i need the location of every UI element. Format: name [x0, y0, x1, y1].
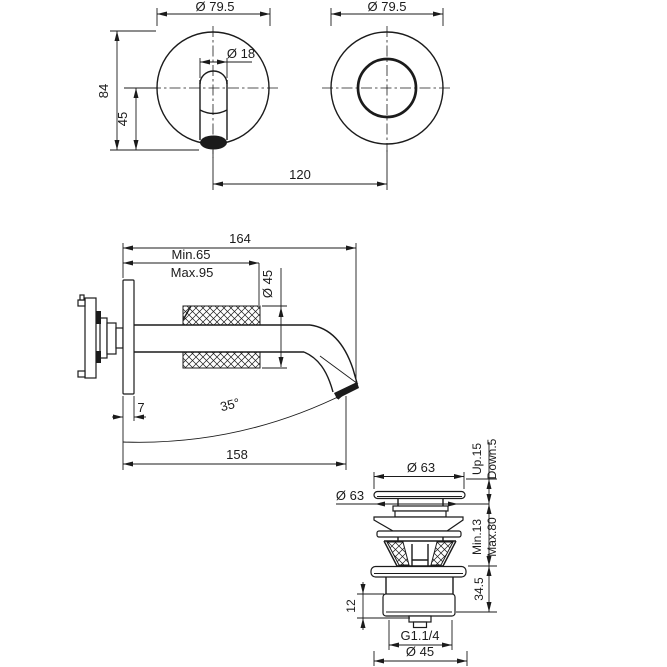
spout-tip-aerator [334, 382, 359, 399]
dim-label-down-5: Down.5 [485, 438, 499, 479]
pop-up-waste-view: Ø 63 Ø 63 Up.15 Down.5 Min.13 Max.80 34.… [336, 438, 499, 666]
dim-flange-diameter-63: Ø 63 [336, 488, 489, 507]
dim-label-drop-45: 45 [115, 112, 130, 126]
dim-label-flange-diameter-63: Ø 63 [336, 488, 364, 503]
waste-washer [376, 530, 462, 538]
spout-side-view: 164 Min.65 Max.95 Ø 45 7 35° 158 [77, 231, 359, 470]
dim-label-cap-diameter-63: Ø 63 [407, 460, 435, 475]
dim-label-34-5: 34.5 [472, 577, 486, 601]
spout-outlet-face [200, 135, 227, 150]
dim-label-thread-g114: G1.1/4 [400, 628, 439, 643]
dim-drop-45: 45 [115, 87, 158, 150]
valve-detail-hatch-top [96, 311, 101, 324]
waste-stem [392, 498, 449, 518]
spout-axis-line [319, 355, 359, 385]
dim-height-84: 84 [96, 30, 199, 151]
dim-body-diameter-45: Ø 45 [260, 268, 287, 369]
dim-label-rough-in-max: Max.95 [171, 265, 214, 280]
waste-cap [373, 490, 466, 500]
spout-body-side [134, 305, 359, 399]
waste-flange [370, 565, 467, 578]
knurled-nut-lower [182, 351, 261, 369]
dim-plate-thickness-7: 7 [112, 396, 146, 421]
dim-reach-158: 158 [122, 396, 347, 470]
dim-label-max-80: Max.80 [485, 517, 499, 557]
dim-overall-164: 164 [122, 231, 357, 383]
dim-cap-diameter-63: Ø 63 [373, 460, 465, 489]
dim-rough-in: Min.65 Max.95 [123, 247, 260, 305]
dim-chain-right: Up.15 Down.5 Min.13 Max.80 34.5 [456, 438, 499, 613]
dim-nut-height-12: 12 [344, 582, 410, 630]
dim-handle-plate-diameter: Ø 79.5 [330, 0, 444, 26]
dim-tail-diameter-45: Ø 45 [373, 644, 468, 666]
dim-label-tail-diameter-45: Ø 45 [406, 644, 434, 659]
dim-label-min-13: Min.13 [470, 519, 484, 555]
spout-tube-lines [134, 324, 310, 353]
knurled-nut-upper [182, 305, 261, 326]
waste-clip-basket [383, 537, 457, 567]
spout-curve-outer [309, 324, 358, 384]
spout-front-view: Ø 79.5 Ø 18 84 45 120 [96, 0, 388, 190]
waste-cone-flange [373, 516, 464, 532]
dim-label-handle-plate-diameter: Ø 79.5 [367, 0, 406, 14]
dim-label-body-diameter-45: Ø 45 [260, 270, 275, 298]
waste-thread-nut [382, 593, 456, 617]
concealed-valve-body [77, 294, 124, 379]
dim-label-angle-35: 35° [219, 395, 242, 414]
wall-plate-side [122, 279, 135, 395]
dim-thread-g114: G1.1/4 [388, 620, 453, 650]
dim-label-spacing-120: 120 [289, 167, 311, 182]
waste-body [385, 577, 454, 594]
dim-angle-35: 35° [122, 392, 347, 443]
waste-tail-nipple [408, 615, 432, 629]
dim-spacing-120: 120 [212, 150, 388, 190]
dim-label-plate-thickness-7: 7 [137, 400, 144, 415]
dim-label-spout-diameter: Ø 18 [227, 46, 255, 61]
dim-spout-diameter: Ø 18 [199, 46, 255, 78]
dim-label-nut-height-12: 12 [344, 599, 358, 613]
spout-tube-front [199, 70, 228, 150]
handle-front-view: Ø 79.5 [322, 0, 452, 152]
dim-label-up-15: Up.15 [470, 443, 484, 475]
dim-label-plate-diameter: Ø 79.5 [195, 0, 234, 14]
dim-label-reach-158: 158 [226, 447, 248, 462]
dim-label-height-84: 84 [96, 84, 111, 98]
dim-label-rough-in-min: Min.65 [171, 247, 210, 262]
dim-plate-diameter: Ø 79.5 [156, 0, 271, 26]
valve-detail-hatch-bottom [96, 351, 101, 363]
spout-curve-inner [303, 351, 334, 393]
dim-label-overall-164: 164 [229, 231, 251, 246]
